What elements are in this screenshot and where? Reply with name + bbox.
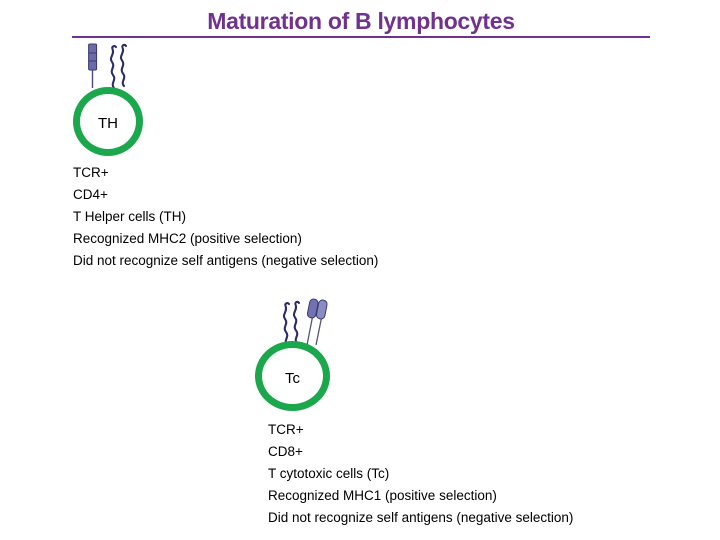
page-title: Maturation of B lymphocytes	[207, 8, 515, 34]
th-receptor-group	[88, 43, 128, 90]
tc-info-line: T cytotoxic cells (Tc)	[268, 466, 390, 481]
th-cell-label: TH	[98, 115, 118, 132]
th-info-line: TCR+	[73, 165, 109, 180]
tc-info-line: TCR+	[268, 422, 304, 437]
tc-cell-membrane: Tc	[255, 341, 330, 411]
tc-info-line: Did not recognize self antigens (negativ…	[268, 510, 574, 525]
tc-cell-label: Tc	[285, 370, 300, 387]
tc-info-line: CD8+	[268, 444, 303, 459]
cd8-marker-icon	[306, 298, 328, 346]
th-info-line: Did not recognize self antigens (negativ…	[73, 253, 379, 268]
tc-info-block: TCR+ CD8+ T cytotoxic cells (Tc) Recogni…	[268, 419, 573, 529]
th-info-line: Recognized MHC2 (positive selection)	[73, 231, 302, 246]
cd4-marker-icon	[88, 43, 98, 88]
th-cell-membrane: TH	[73, 87, 143, 156]
tc-info-line: Recognized MHC1 (positive selection)	[268, 488, 497, 503]
tcr-receptor-icon	[282, 300, 301, 347]
title-underline-divider	[72, 36, 650, 38]
tc-receptor-group	[282, 298, 328, 347]
th-info-line: CD4+	[73, 187, 108, 202]
tcr-receptor-icon	[109, 43, 128, 90]
th-info-block: TCR+ CD4+ T Helper cells (TH) Recognized…	[73, 162, 378, 272]
th-info-line: T Helper cells (TH)	[73, 209, 187, 224]
